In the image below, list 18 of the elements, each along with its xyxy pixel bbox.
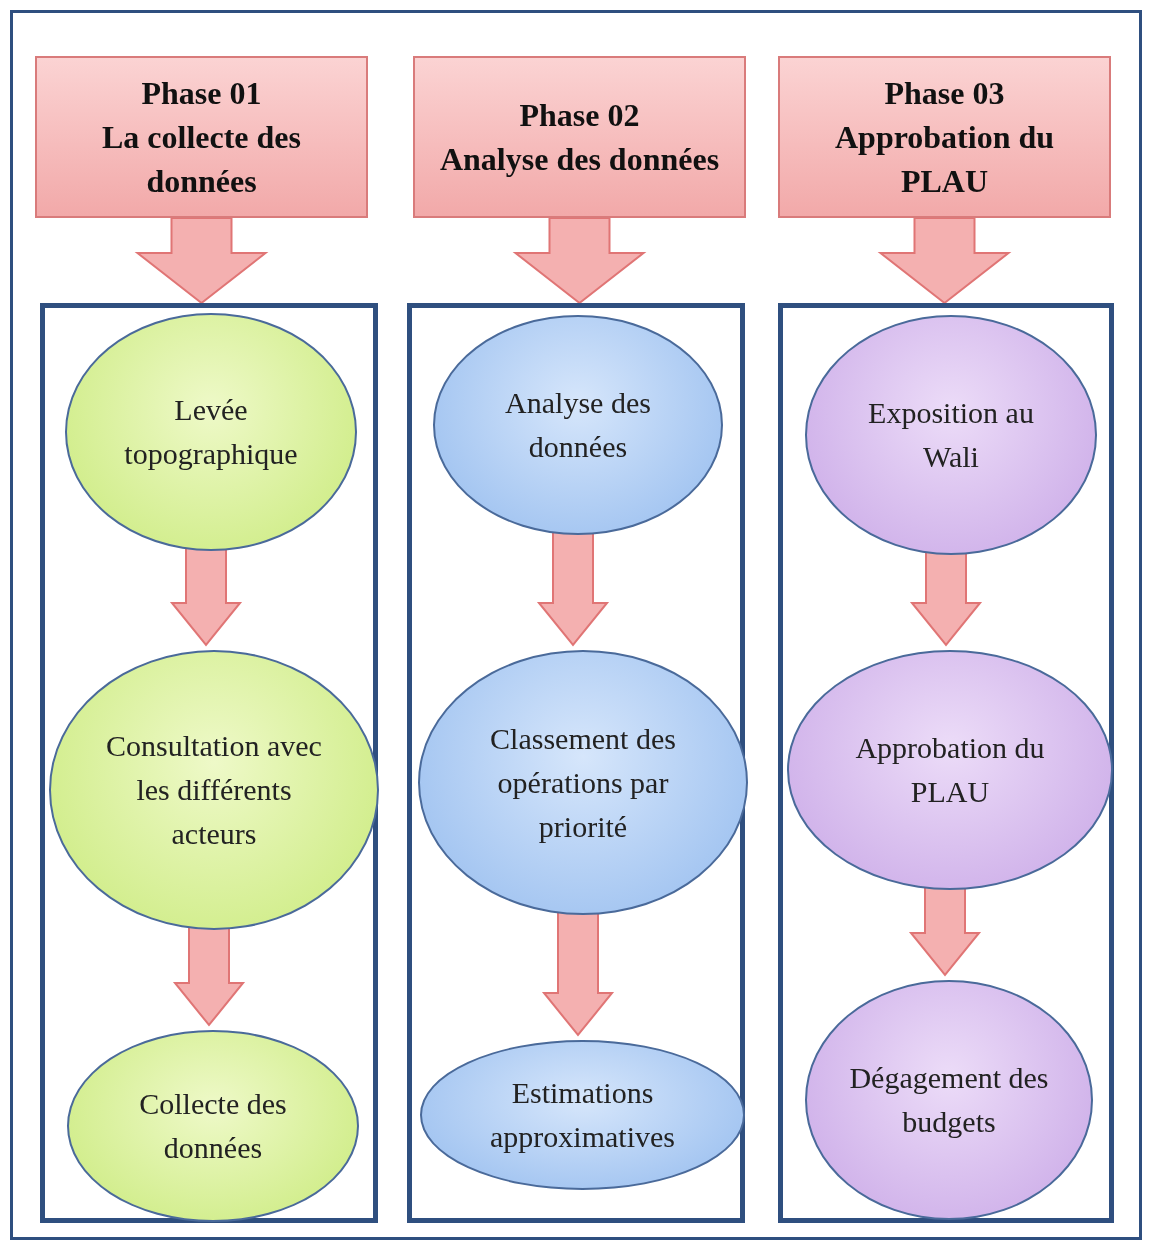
process-ellipse: Exposition au Wali — [805, 315, 1097, 555]
process-ellipse: Consultation avec les différents acteurs — [49, 650, 379, 930]
column-frame — [407, 303, 745, 1223]
column-frame — [40, 303, 378, 1223]
process-ellipse: Collecte des données — [67, 1030, 359, 1222]
block-arrow — [134, 217, 269, 305]
block-arrow — [877, 217, 1012, 305]
column-frame — [778, 303, 1114, 1223]
process-ellipse: Estimations approximatives — [420, 1040, 745, 1190]
phase-box: Phase 01 La collecte des données — [35, 56, 368, 218]
process-ellipse: Levée topographique — [65, 313, 357, 551]
block-arrow — [512, 217, 647, 305]
process-ellipse: Analyse des données — [433, 315, 723, 535]
phase-box: Phase 03 Approbation du PLAU — [778, 56, 1111, 218]
process-ellipse: Approbation du PLAU — [787, 650, 1113, 890]
phase-box: Phase 02 Analyse des données — [413, 56, 746, 218]
process-ellipse: Classement des opérations par priorité — [418, 650, 748, 915]
process-ellipse: Dégagement des budgets — [805, 980, 1093, 1220]
